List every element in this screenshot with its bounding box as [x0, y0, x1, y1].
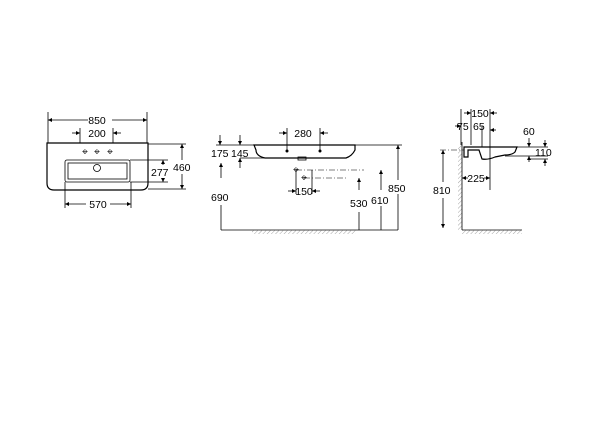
tap-hole-icon: ⌖: [94, 146, 100, 158]
dim-bowl-depth: 277: [151, 167, 169, 179]
dim-drain-spacing: 150: [295, 186, 313, 198]
dim-wall-gap: 75: [457, 121, 469, 133]
dim-tap-hole-spacing: 280: [294, 128, 312, 140]
svg-text:⌖: ⌖: [301, 172, 307, 184]
dim-bowl-width: 570: [89, 199, 107, 211]
dim-drain-height-low: 530: [350, 198, 368, 210]
basin-front: [253, 144, 356, 159]
tap-hole-icon: ⌖: [107, 146, 113, 158]
basin-profile: [463, 146, 518, 160]
basin-outline: [46, 142, 149, 191]
dim-tap-spacing: 200: [88, 128, 106, 140]
dim-drain-offset: 225: [467, 173, 485, 185]
dim-rim-height: 60: [523, 126, 535, 138]
dim-thickness-inner: 145: [231, 148, 249, 160]
dim-width: 850: [88, 115, 106, 127]
dim-drain-height-high: 610: [371, 195, 389, 207]
front-view: 280 175 145 690 ⌖⌖ 150 530 610 850: [211, 128, 406, 234]
dim-projection: 150: [471, 108, 489, 120]
drain-icon: [93, 164, 101, 172]
side-view: 150 75 65 60 110 225 810: [433, 108, 552, 234]
floor-hatch: [462, 230, 522, 234]
tap-hole-icon: ⌖: [82, 146, 88, 158]
dim-tap-offset: 65: [473, 121, 485, 133]
dim-thickness-outer: 175: [211, 148, 229, 160]
bowl-outline: [64, 159, 131, 183]
floor-hatch: [252, 230, 356, 234]
dim-front-height: 110: [535, 147, 552, 159]
dim-total-height: 850: [388, 183, 406, 195]
dim-depth: 460: [173, 162, 191, 174]
dim-mount-height: 810: [433, 185, 451, 197]
wall-hatch: [458, 145, 462, 230]
dim-underside-height: 690: [211, 192, 229, 204]
top-view: 850 200 ⌖ ⌖ ⌖ 460 277 570: [46, 112, 191, 211]
